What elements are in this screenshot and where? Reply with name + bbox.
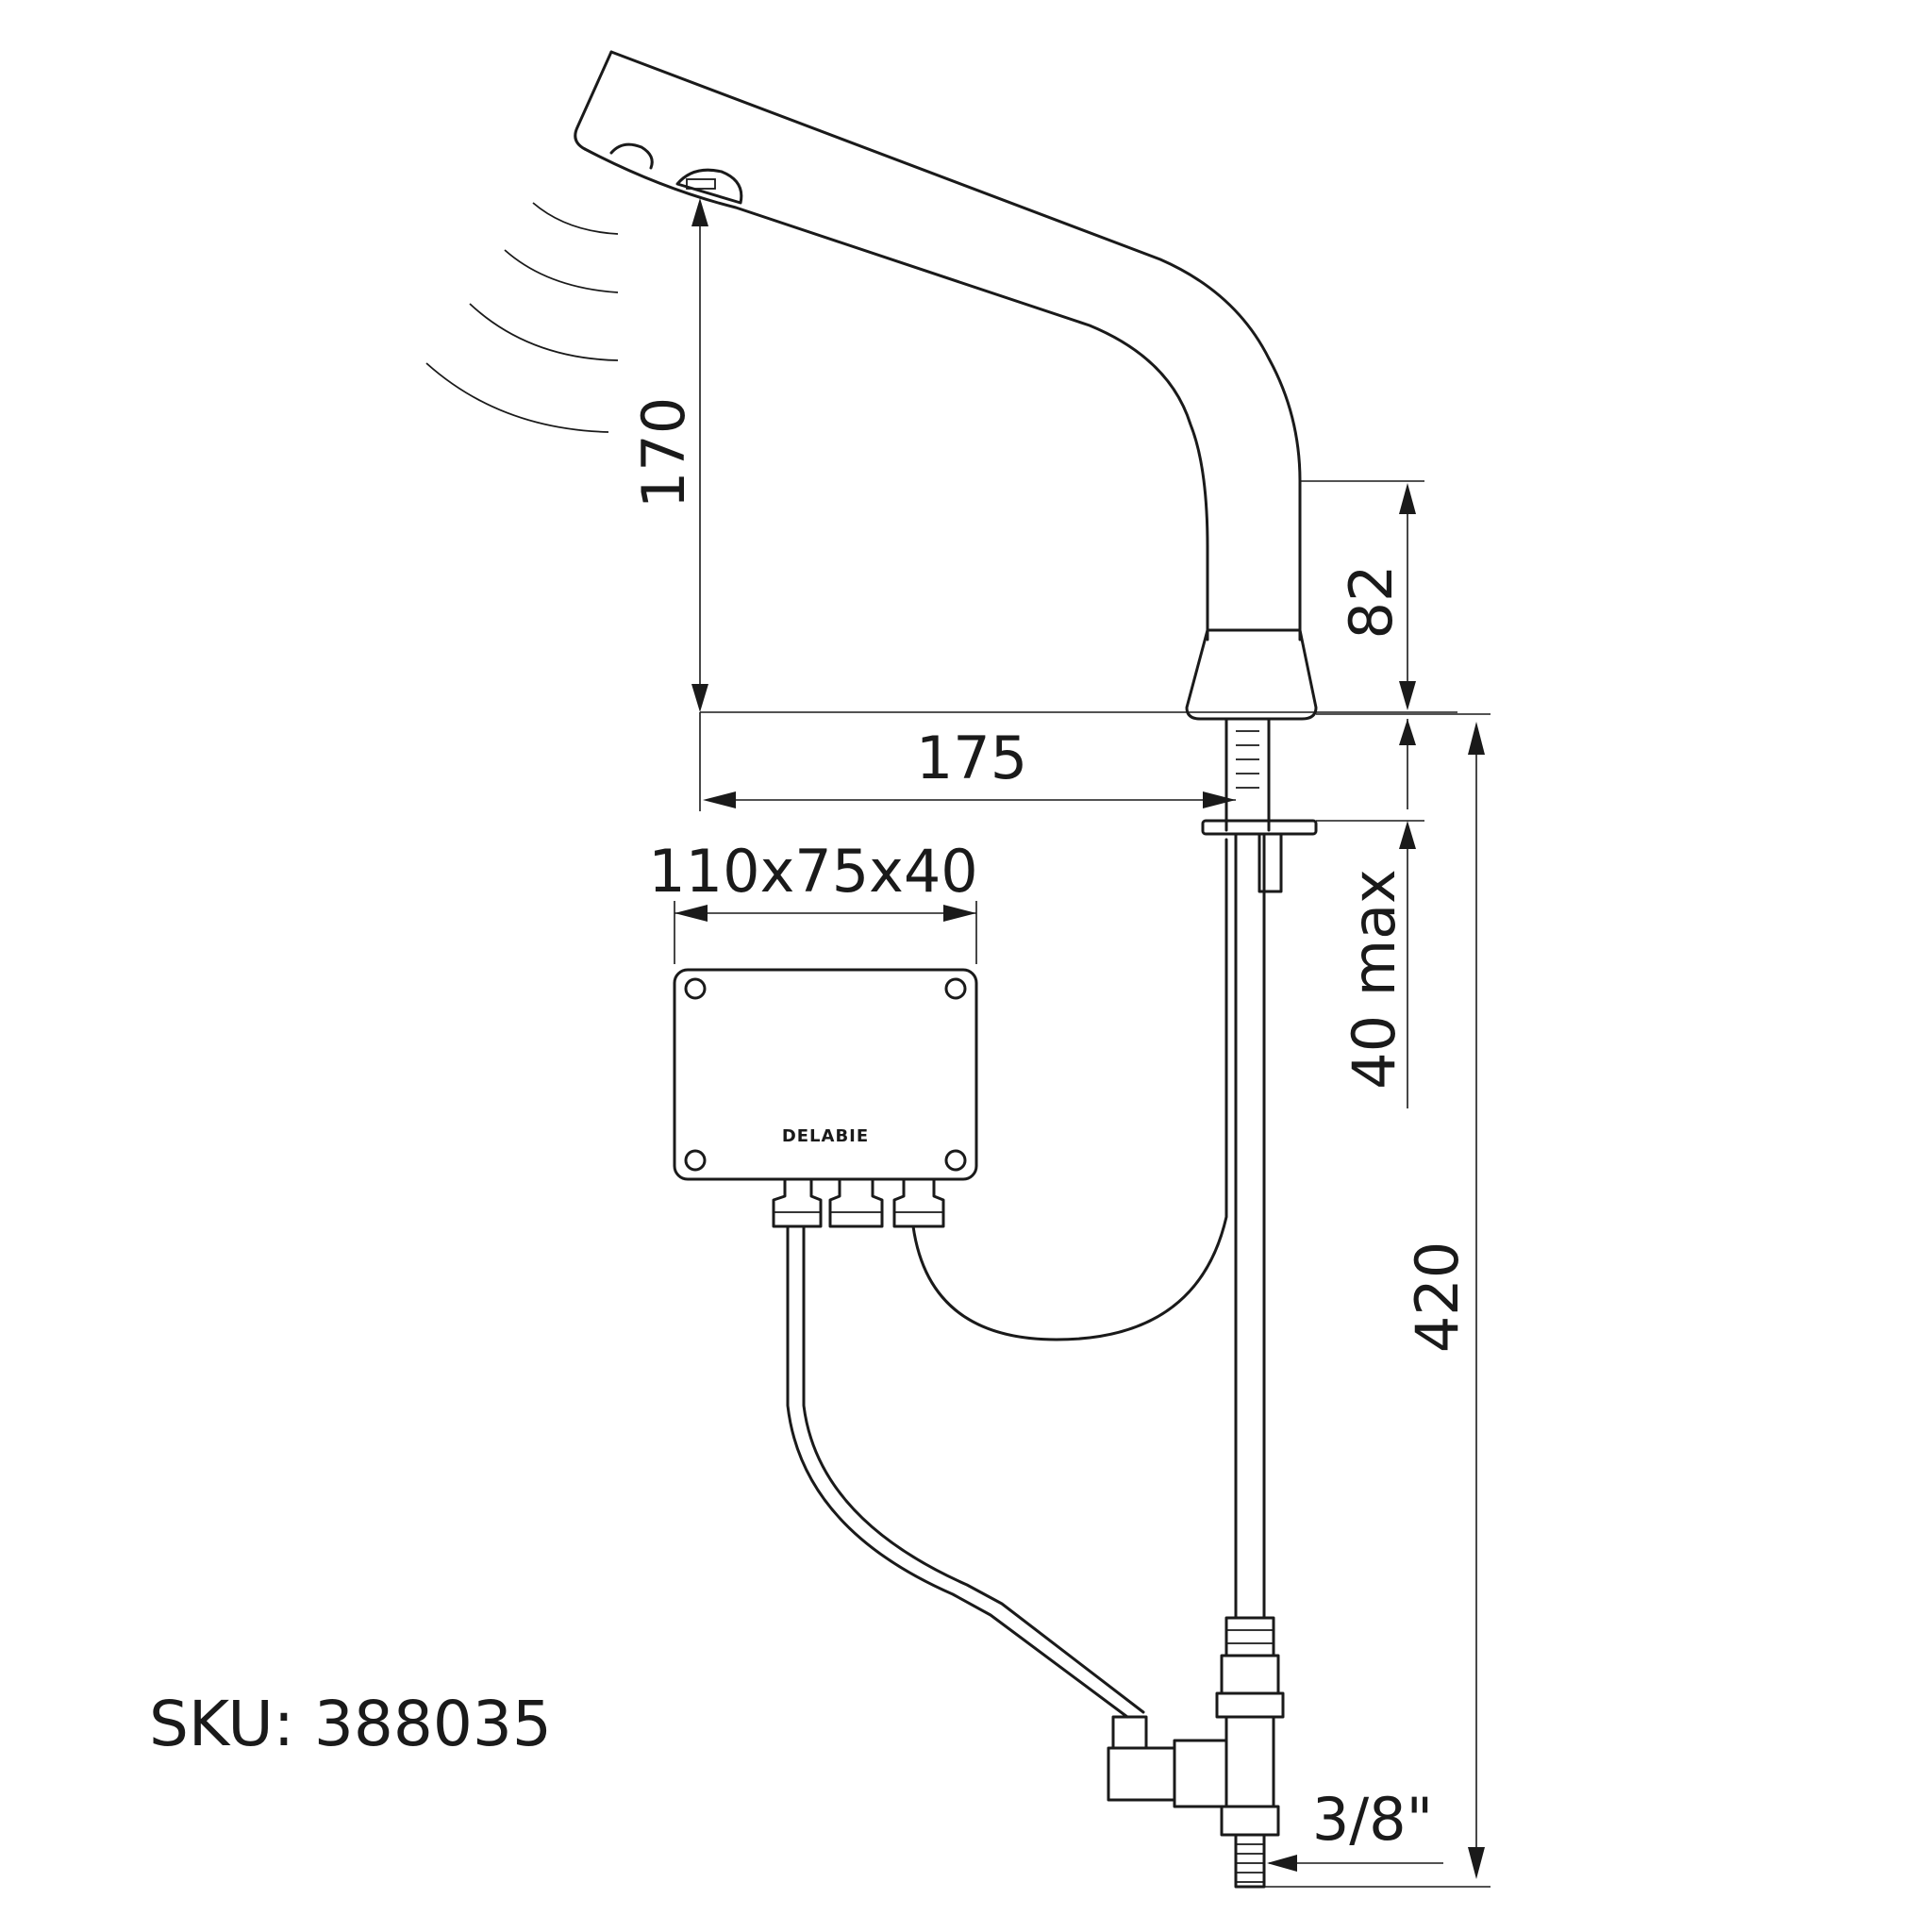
dim-label-connection: 3/8": [1312, 1785, 1433, 1854]
dim-label-420: 420: [1403, 1241, 1472, 1353]
sku-label: SKU: 388035: [149, 1688, 552, 1760]
fixing-assembly: [1201, 717, 1318, 893]
dim-label-170: 170: [629, 397, 698, 508]
dimension-175: 175: [699, 711, 1457, 811]
brand-label: DELABIE: [782, 1126, 869, 1146]
sensor-waves: [425, 202, 619, 433]
control-box: DELABIE: [673, 968, 978, 1181]
solenoid-valve: [1107, 1715, 1228, 1808]
faucet-base: [1185, 628, 1318, 721]
supply-hose: [1215, 832, 1285, 1889]
dimension-420: 420: [1264, 713, 1491, 1888]
dimension-170: 170: [629, 198, 708, 712]
cables: [786, 838, 1228, 1719]
dimension-box: 110x75x40: [648, 837, 978, 964]
dim-label-40-max: 40 max: [1340, 869, 1408, 1090]
dimension-82: 82: [1300, 480, 1424, 710]
dimension-connection: 3/8": [1267, 1785, 1443, 1872]
dimension-40-max: 40 max: [1316, 719, 1424, 1108]
dim-label-175: 175: [916, 724, 1027, 792]
dim-label-box: 110x75x40: [648, 837, 978, 906]
faucet-spout: [574, 50, 1302, 641]
cable-glands: [772, 1177, 945, 1228]
dim-label-82: 82: [1337, 565, 1406, 640]
